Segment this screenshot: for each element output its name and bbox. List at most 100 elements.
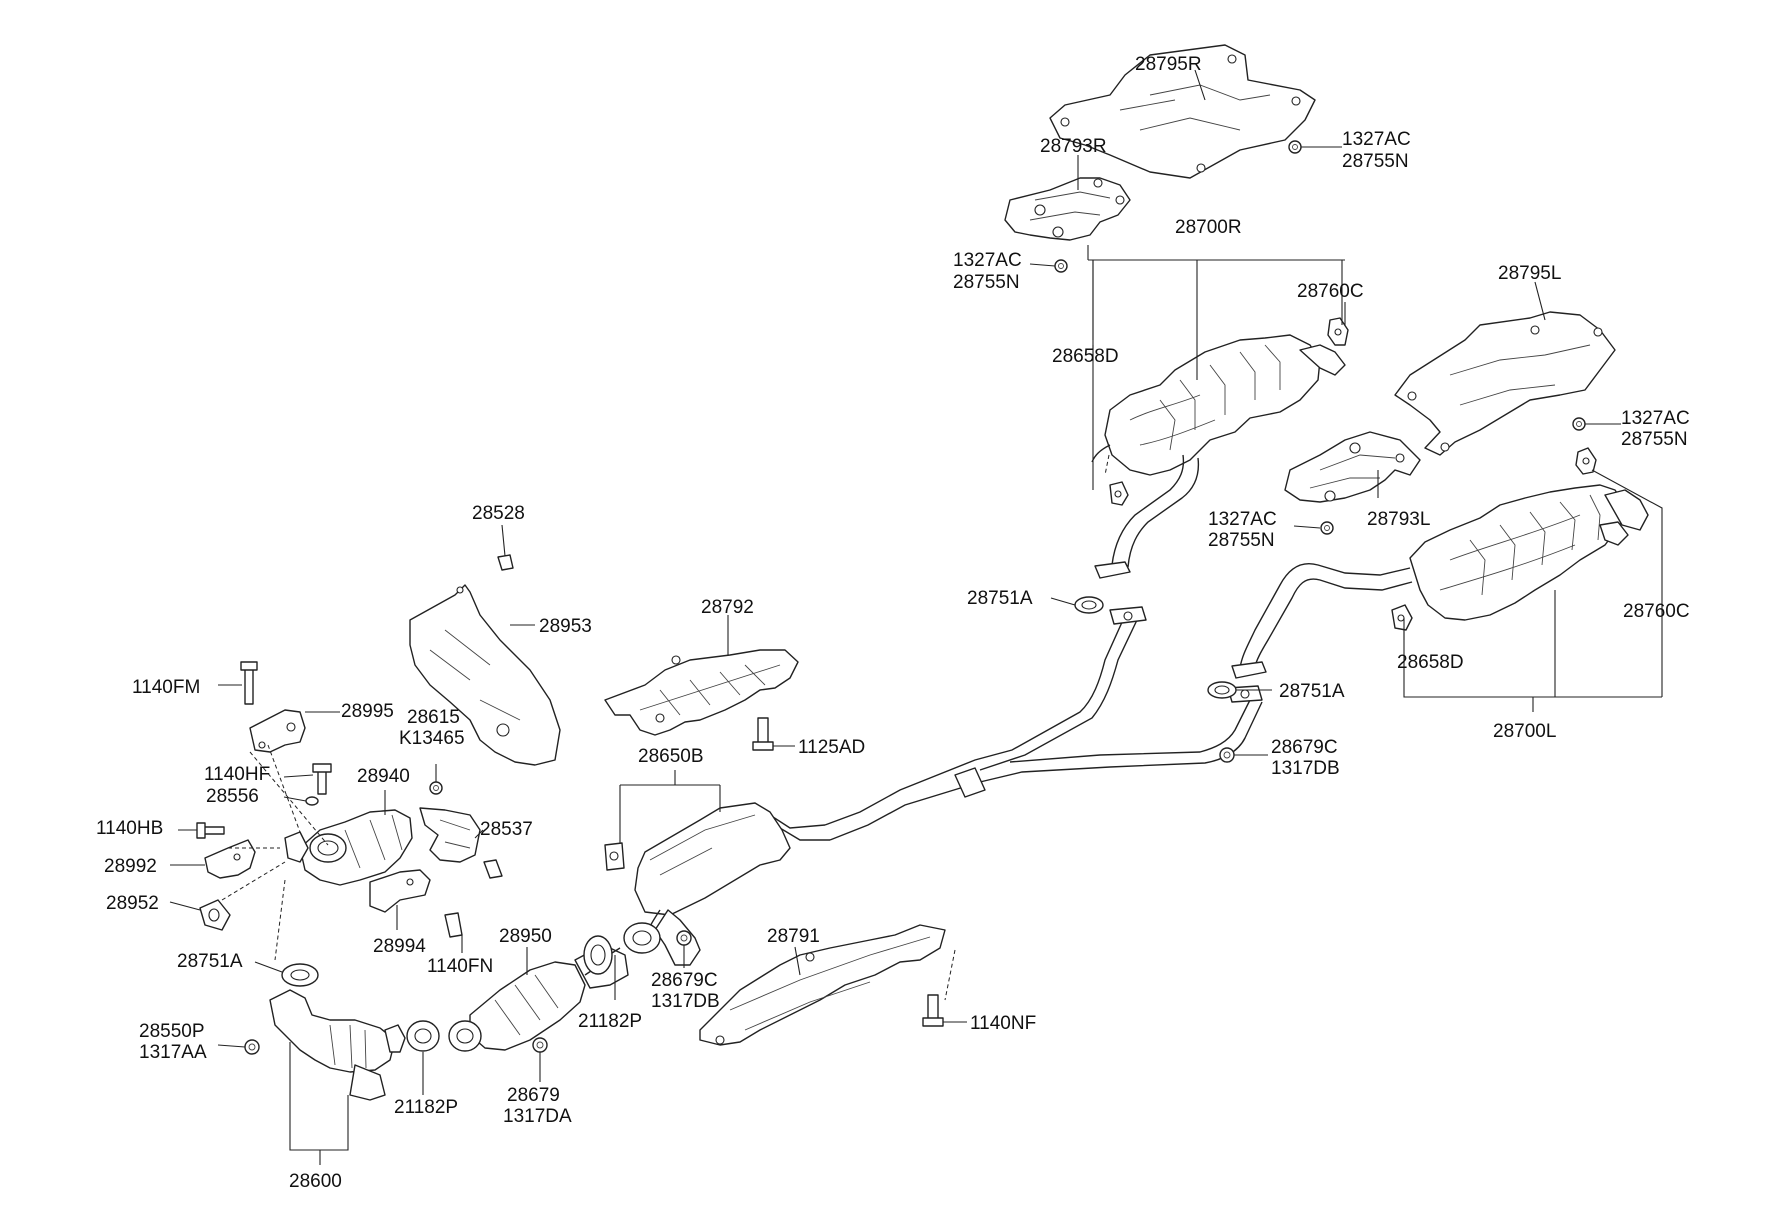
label-1317aa: 1317AA [139,1042,207,1063]
label-1317db-center: 1317DB [651,991,720,1012]
label-28600: 28600 [289,1171,342,1192]
label-28791: 28791 [767,926,820,947]
assembly-guide-lines [221,454,1110,1001]
label-1327ac-top: 1327AC [1342,129,1411,150]
flange-center-right [1109,606,1147,625]
label-28994: 28994 [373,936,426,957]
label-1327ac-rear-left: 1327AC [1621,408,1690,429]
bracket-28995 [249,709,306,753]
nut-28679c-right [1219,747,1235,763]
label-28751a-upper: 28751A [967,588,1033,609]
bracket-28994 [369,869,431,913]
label-28793l: 28793L [1367,509,1430,530]
label-28528: 28528 [472,503,525,524]
leader-lines [169,69,1663,1165]
bolt-1140hb [196,822,225,839]
label-1327ac-mid-right: 1327AC [953,250,1022,271]
gasket-28952 [199,899,231,931]
label-28795r: 28795R [1135,54,1202,75]
label-28755n-top: 28755N [1342,151,1409,172]
label-28679: 28679 [507,1085,560,1106]
nut-1327ac-mid-left [1320,521,1334,535]
flange-28751a-lower [281,963,319,987]
label-28650b: 28650B [638,746,704,767]
front-pipe-assembly [269,989,406,1101]
hanger-28650b-rubber [604,842,625,871]
gasket-21182p-upper [583,935,613,975]
heat-protector-mid-left [1284,431,1421,503]
bolt-28537 [483,859,503,879]
heat-protector-mid-right [1004,177,1131,241]
nut-1327ac-rear-left [1572,417,1586,431]
label-28556: 28556 [206,786,259,807]
label-1327ac-mid-left: 1327AC [1208,509,1277,530]
label-28700l: 28700L [1493,721,1556,742]
label-28700r: 28700R [1175,217,1242,238]
nut-1327ac-top [1288,140,1302,154]
bolt-1140nf [922,994,944,1027]
tail-pipe-left-upper [1239,563,1413,671]
rear-muffler-right [1091,334,1346,476]
label-28615: 28615 [407,707,460,728]
nut-28679c-center [676,930,692,946]
label-1317db-right: 1317DB [1271,758,1340,779]
pipe-joint-collar [954,767,986,798]
label-28658d-top: 28658D [1052,346,1119,367]
label-28755n-mid-left: 28755N [1208,530,1275,551]
label-k13465: K13465 [399,728,465,749]
bolt-1125ad [752,717,774,751]
nut-28550p [244,1039,260,1055]
exhaust-manifold-converter [284,809,413,886]
label-28792: 28792 [701,597,754,618]
gasket-28751a-right [1207,681,1237,699]
heat-protector-28537 [419,807,481,863]
heat-protector-center [604,649,799,736]
label-28995: 28995 [341,701,394,722]
washer-28556 [305,796,319,806]
flange-center-muffler-front [623,922,661,954]
part-labels: 28795R 1327AC 28755N 28793R 1327AC 28755… [96,54,1690,1192]
nut-1327ac-mid-right [1054,259,1068,273]
heat-protector-front-under [699,924,946,1046]
label-28940: 28940 [357,766,410,787]
label-1140hf: 1140HF [204,764,270,785]
label-28751a-lower: 28751A [177,951,243,972]
label-28953: 28953 [539,616,592,637]
nut-28615 [429,781,443,795]
label-28755n-mid-right: 28755N [953,272,1020,293]
flange-front-converter [448,1020,482,1052]
heat-protector-28953 [409,584,561,766]
label-28793r: 28793R [1040,136,1107,157]
rear-muffler-left [1409,484,1649,621]
flange-mid-right [1231,661,1267,679]
nut-28679 [532,1037,548,1053]
bolt-1140fm [240,661,258,705]
label-28950: 28950 [499,926,552,947]
tail-pipe-right-upper [1111,454,1200,568]
hanger-rubber-28760c-right [1327,317,1349,346]
gasket-28751a-upper [1074,596,1104,614]
label-21182p-upper: 21182P [578,1011,642,1032]
bolt-1140fn [444,912,463,938]
label-1125ad: 1125AD [798,737,865,758]
label-1140fm: 1140FM [132,677,200,698]
label-28751a-right: 28751A [1279,681,1345,702]
label-21182p-lower: 21182P [394,1097,458,1118]
label-1140hb: 1140HB [96,818,163,839]
label-28550p: 28550P [139,1021,205,1042]
hanger-rubber-28658d-right [1109,481,1129,506]
heat-protector-rear-right [1049,44,1316,179]
label-28679c-right: 28679C [1271,737,1338,758]
bolt-28528 [497,554,514,571]
label-28755n-rear-left: 28755N [1621,429,1688,450]
label-28760c-top: 28760C [1297,281,1364,302]
label-28795l: 28795L [1498,263,1561,284]
heat-protector-rear-left [1394,311,1616,456]
flange-upper-right [1094,561,1131,579]
label-28658d-right: 28658D [1397,652,1464,673]
label-28992: 28992 [104,856,157,877]
label-28760c-right: 28760C [1623,601,1690,622]
label-28952: 28952 [106,893,159,914]
hanger-rubber-28760c-left [1575,447,1597,475]
